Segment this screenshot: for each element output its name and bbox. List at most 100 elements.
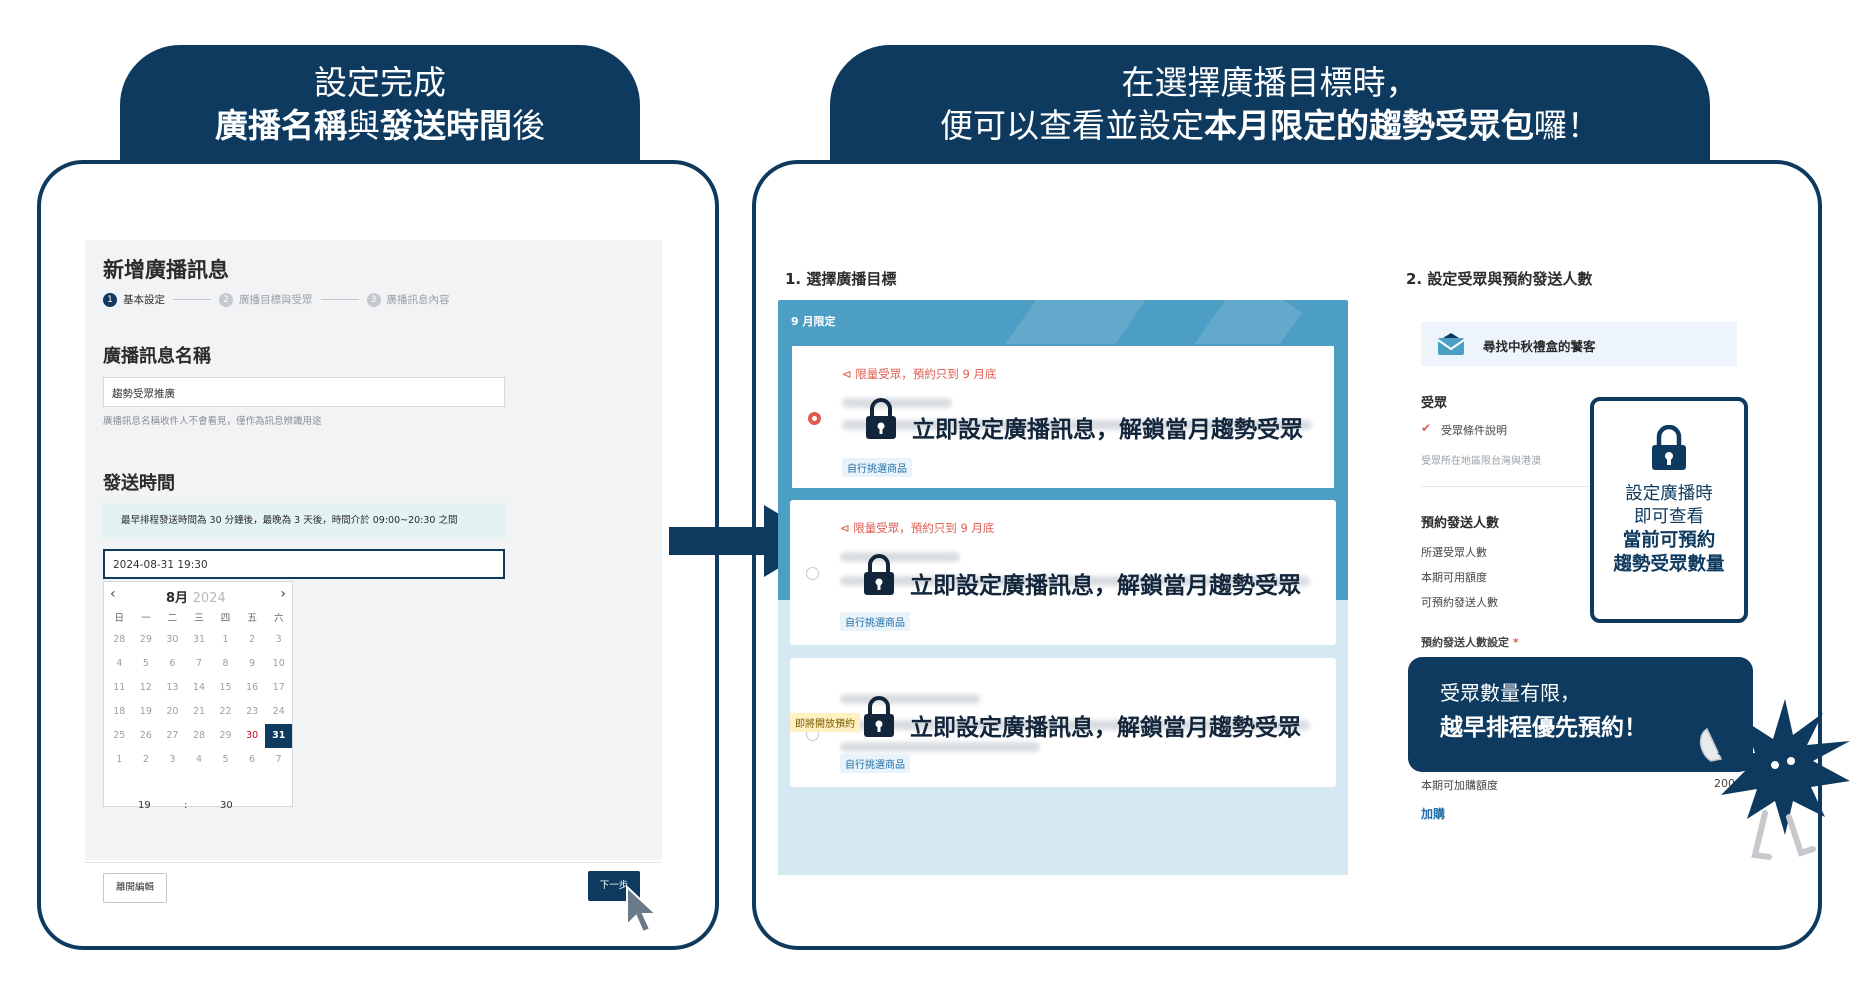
calendar-day[interactable]: 29: [219, 730, 232, 741]
calendar-day[interactable]: 29: [139, 634, 152, 645]
target-card[interactable]: ⊲ 限量受眾，預約只到 9 月底 立即設定廣播訊息，解鎖當月趨勢受眾 自行挑選商…: [790, 344, 1336, 490]
calendar-day[interactable]: 6: [169, 658, 176, 669]
calendar-day[interactable]: 14: [192, 682, 206, 693]
broadcast-name-input[interactable]: 趨勢受眾推廣: [103, 377, 505, 407]
weekday-header: 日: [114, 613, 125, 624]
calendar-day[interactable]: 7: [195, 658, 203, 669]
divider: [1421, 486, 1737, 487]
calendar-day[interactable]: 6: [249, 754, 256, 765]
calendar-day[interactable]: 21: [192, 706, 206, 717]
step-divider: [320, 299, 359, 300]
audience-condition-label: 受眾條件說明: [1441, 424, 1507, 437]
calendar-day[interactable]: 17: [272, 682, 285, 693]
audience-label: 受眾: [1421, 396, 1448, 411]
target-card[interactable]: ⊲ 限量受眾，預約只到 9 月底 立即設定廣播訊息，解鎖當月趨勢受眾 自行挑選商…: [790, 500, 1336, 645]
blurred-text: [840, 742, 1040, 752]
step-1-label: 基本設定: [123, 294, 165, 306]
audience-settings-heading: 2. 設定受眾與預約發送人數: [1406, 270, 1593, 288]
datetime-input[interactable]: 2024-08-31 19:30: [103, 549, 505, 579]
calendar-day[interactable]: 27: [166, 730, 179, 741]
calendar-day[interactable]: 1: [116, 754, 123, 765]
calendar-day[interactable]: 4: [195, 754, 203, 765]
weekday-header: 二: [167, 613, 178, 624]
calendar-day[interactable]: 24: [272, 706, 285, 717]
step-3-dot: 3: [366, 292, 381, 307]
calendar-day[interactable]: 4: [116, 658, 123, 669]
blurred-text: [840, 576, 1310, 586]
calendar-day[interactable]: 19: [139, 706, 152, 717]
hour-select[interactable]: 19: [138, 800, 151, 811]
calendar-day[interactable]: 8: [222, 658, 229, 669]
lock-icon: [864, 554, 894, 595]
calendar-day[interactable]: 23: [246, 706, 259, 717]
calendar-day[interactable]: 10: [272, 658, 285, 669]
mascot-character-icon: [1699, 699, 1850, 860]
target-list: 9 月限定 ⊲ 限量受眾，預約只到 9 月底 立即設定廣播訊息，解鎖當月趨勢受眾…: [778, 300, 1348, 875]
calendar-day[interactable]: 30: [246, 730, 259, 741]
callout-line1: 設定廣播時即可查看: [1625, 484, 1713, 527]
product-pill: 自行挑選商品: [842, 458, 912, 477]
calendar-day[interactable]: 11: [113, 682, 126, 693]
right-headline-tab: 在選擇廣播目標時， 便可以查看並設定本月限定的趨勢受眾包囉！: [830, 45, 1710, 160]
calendar-day[interactable]: 7: [275, 754, 282, 765]
calendar-day[interactable]: 5: [222, 754, 229, 765]
calendar-day[interactable]: 2: [142, 754, 149, 765]
step-divider: [173, 299, 211, 300]
blurred-text: [840, 720, 1310, 730]
check-icon[interactable]: ✔: [1421, 421, 1432, 435]
coming-soon-badge: 即將開放預約: [790, 713, 860, 732]
calendar-day[interactable]: 16: [246, 682, 259, 693]
extra-quota-label: 本期可加購額度: [1421, 779, 1498, 792]
lock-icon: [1652, 425, 1686, 470]
calendar-day[interactable]: 13: [166, 682, 179, 693]
calendar-day[interactable]: 12: [139, 682, 152, 693]
calendar-day[interactable]: 30: [166, 634, 179, 645]
calendar-day[interactable]: 22: [219, 706, 232, 717]
exit-edit-button[interactable]: 離開編輯: [103, 873, 167, 903]
bubble-line2: 越早排程優先預約！: [1440, 715, 1647, 741]
calendar-day[interactable]: 15: [219, 682, 232, 693]
blurred-text: [840, 694, 980, 704]
calendar-day[interactable]: 2: [249, 634, 256, 645]
calendar-day[interactable]: 28: [113, 634, 126, 645]
target-radio[interactable]: [806, 567, 819, 580]
calendar-day[interactable]: 28: [192, 730, 206, 741]
left-headline-line1: 設定完成: [314, 63, 446, 102]
calendar-day[interactable]: 26: [139, 730, 152, 741]
calendar-day[interactable]: 25: [113, 730, 126, 741]
minute-select[interactable]: 30: [220, 800, 233, 811]
available-quota-label: 本期可用額度: [1421, 571, 1487, 584]
page-title: 新增廣播訊息: [103, 258, 229, 282]
blurred-text: [842, 398, 952, 408]
monthly-limited-label: 9 月限定: [791, 315, 836, 328]
bubble-line1: 受眾數量有限，: [1440, 681, 1580, 705]
select-target-heading: 1. 選擇廣播目標: [785, 270, 897, 288]
name-hint: 廣播訊息名稱收件人不會看見，僅作為訊息辨識用途: [103, 416, 322, 427]
calendar-day[interactable]: 31: [192, 634, 206, 645]
prev-month-button[interactable]: ‹: [110, 586, 116, 602]
right-headline-line1: 在選擇廣播目標時，: [1121, 63, 1419, 102]
target-card[interactable]: 立即設定廣播訊息，解鎖當月趨勢受眾 自行挑選商品: [790, 658, 1336, 787]
calendar-day[interactable]: 31: [265, 724, 292, 748]
calendar-day[interactable]: 9: [249, 658, 256, 669]
unlock-message: 立即設定廣播訊息，解鎖當月趨勢受眾: [912, 417, 1303, 443]
limited-audience-tag: ⊲ 限量受眾，預約只到 9 月底: [840, 521, 995, 535]
next-month-button[interactable]: ›: [280, 586, 286, 602]
calendar-day[interactable]: 5: [142, 658, 149, 669]
unlock-message: 立即設定廣播訊息，解鎖當月趨勢受眾: [910, 715, 1301, 741]
calendar-day[interactable]: 20: [166, 706, 179, 717]
reserve-setting-label: 預約發送人數設定 *: [1421, 636, 1519, 649]
target-radio[interactable]: [808, 412, 821, 425]
promo-bubble: 受眾數量有限， 越早排程優先預約！: [1408, 657, 1753, 772]
weekday-header: 五: [247, 613, 257, 624]
unlock-message: 立即設定廣播訊息，解鎖當月趨勢受眾: [910, 573, 1301, 599]
blurred-text: [842, 420, 1312, 430]
calendar-day[interactable]: 18: [113, 706, 126, 717]
buy-more-link[interactable]: 加購: [1421, 807, 1446, 821]
calendar-day[interactable]: 3: [169, 754, 176, 765]
selected-audience-count-label: 所選受眾人數: [1421, 546, 1487, 559]
calendar-day[interactable]: 1: [222, 634, 229, 645]
calendar-day[interactable]: 3: [275, 634, 282, 645]
time-separator: :: [184, 800, 188, 811]
